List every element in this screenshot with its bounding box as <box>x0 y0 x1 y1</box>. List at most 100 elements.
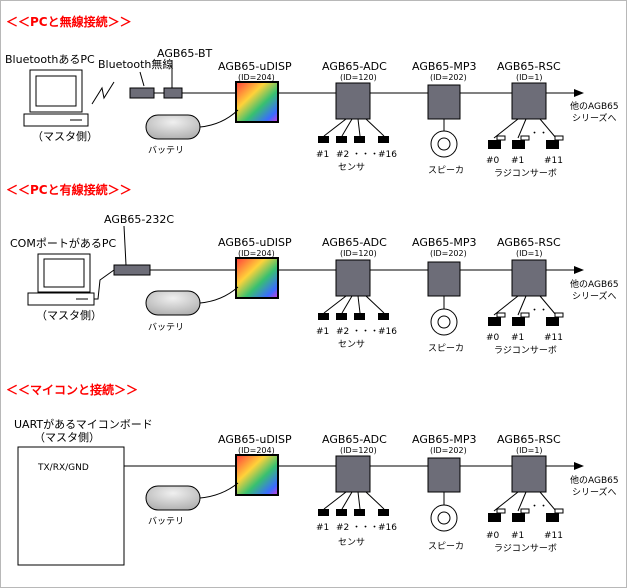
servo-icon <box>512 312 530 326</box>
mp3-id: (ID=202) <box>430 73 467 82</box>
adapter-label: AGB65-232C <box>104 213 174 226</box>
rsc-id: (ID=1) <box>516 73 543 82</box>
rsc-label: AGB65-RSC <box>497 433 561 446</box>
udisp-id: (ID=204) <box>238 446 275 455</box>
adc-label: AGB65-ADC <box>322 236 387 249</box>
adc-label: AGB65-ADC <box>322 433 387 446</box>
sensor-dots: ・・・ <box>352 327 379 337</box>
sensor-icon <box>318 136 329 143</box>
bt-module-right <box>163 87 183 99</box>
host-label: COMポートがあるPC <box>10 236 116 250</box>
section-heading: ＜＜マイコンと接続＞＞ <box>6 382 138 397</box>
battery-label: バッテリ <box>148 322 184 333</box>
sensor-icon <box>318 313 329 320</box>
rsc-id: (ID=1) <box>516 249 543 258</box>
udisp-display <box>235 81 279 123</box>
servo-label: ラジコンサーボ <box>494 168 557 179</box>
adc-id: (ID=120) <box>340 73 377 82</box>
bus-arrow-icon <box>574 89 584 97</box>
other-series-label: 他のAGB65 <box>570 278 619 290</box>
adc-module <box>335 259 371 297</box>
mp3-label: AGB65-MP3 <box>412 60 477 73</box>
battery-icon <box>145 485 201 511</box>
host-label: UARTがあるマイコンボード <box>14 417 153 431</box>
servo-number: #1 <box>511 531 524 541</box>
servo-icon <box>546 135 564 149</box>
master-label: （マスタ側） <box>32 130 98 143</box>
adc-label: AGB65-ADC <box>322 60 387 73</box>
sensor-icon <box>354 313 365 320</box>
pc-icon <box>23 69 89 127</box>
sensor-number: #16 <box>378 327 397 337</box>
servo-dots: ・・ <box>530 502 548 512</box>
servo-number: #1 <box>511 156 524 166</box>
bt-module-left <box>129 87 155 99</box>
servo-icon <box>512 508 530 522</box>
sensor-number: #1 <box>316 327 329 337</box>
sensor-icon <box>354 136 365 143</box>
servo-number: #0 <box>486 531 500 541</box>
master-label: （マスタ側） <box>34 431 100 444</box>
speaker-label: スピーカ <box>428 541 464 552</box>
udisp-label: AGB65-uDISP <box>218 236 292 249</box>
master-label: （マスタ側） <box>36 309 102 322</box>
servo-icon <box>488 508 506 522</box>
bus-arrow-icon <box>574 266 584 274</box>
udisp-label: AGB65-uDISP <box>218 433 292 446</box>
section-heading: ＜＜PCと無線接続＞＞ <box>6 14 132 29</box>
udisp-id: (ID=204) <box>238 249 275 258</box>
servo-dots: ・・ <box>530 306 548 316</box>
mp3-id: (ID=202) <box>430 249 467 258</box>
sensor-icon <box>354 509 365 516</box>
mp3-module <box>427 84 461 120</box>
adc-id: (ID=120) <box>340 446 377 455</box>
servo-number: #0 <box>486 156 500 166</box>
servo-number: #11 <box>544 333 563 343</box>
sensor-icon <box>336 313 347 320</box>
servo-icon <box>546 508 564 522</box>
sensor-icon <box>378 509 389 516</box>
battery-label: バッテリ <box>148 145 184 156</box>
servo-icon <box>546 312 564 326</box>
pins-label: TX/RX/GND <box>37 463 89 473</box>
sensor-dots: ・・・ <box>352 150 379 160</box>
bus-arrow-icon <box>574 462 584 470</box>
sensor-number: #1 <box>316 523 329 533</box>
servo-icon <box>512 135 530 149</box>
other-series-label: 他のAGB65 <box>570 100 619 112</box>
wireless-signal-icon <box>91 81 115 105</box>
other-series-label: シリーズへ <box>572 290 617 302</box>
sensor-number: #2 <box>336 327 349 337</box>
other-series-label: シリーズへ <box>572 486 617 498</box>
mcu-board <box>17 446 125 566</box>
servo-number: #11 <box>544 156 563 166</box>
speaker-label: スピーカ <box>428 165 464 176</box>
battery-label: バッテリ <box>148 516 184 527</box>
rsc-module <box>511 259 547 297</box>
sensor-number: #16 <box>378 523 397 533</box>
sensor-number: #16 <box>378 150 397 160</box>
sensor-icon <box>318 509 329 516</box>
servo-number: #0 <box>486 333 500 343</box>
servo-icon <box>488 312 506 326</box>
adapter-label: AGB65-BT <box>157 47 213 60</box>
battery-icon <box>145 114 201 140</box>
section-wired: ＜＜PCと有線接続＞＞ COMポートがあるPC （マスタ側） AGB65-232… <box>6 182 619 356</box>
servo-number: #11 <box>544 531 563 541</box>
mp3-module <box>427 261 461 297</box>
rsc-label: AGB65-RSC <box>497 236 561 249</box>
sensor-icon <box>336 136 347 143</box>
udisp-label: AGB65-uDISP <box>218 60 292 73</box>
servo-label: ラジコンサーボ <box>494 345 557 356</box>
adc-module <box>335 82 371 120</box>
mp3-id: (ID=202) <box>430 446 467 455</box>
sensor-dots: ・・・ <box>352 523 379 533</box>
wireless-label: Bluetooth無線 <box>98 57 173 71</box>
rsc-module <box>511 455 547 493</box>
sensor-icon <box>378 313 389 320</box>
pc-icon <box>27 253 95 306</box>
servo-label: ラジコンサーボ <box>494 543 557 554</box>
other-series-label: 他のAGB65 <box>570 474 619 486</box>
rs232c-adapter <box>113 264 151 276</box>
